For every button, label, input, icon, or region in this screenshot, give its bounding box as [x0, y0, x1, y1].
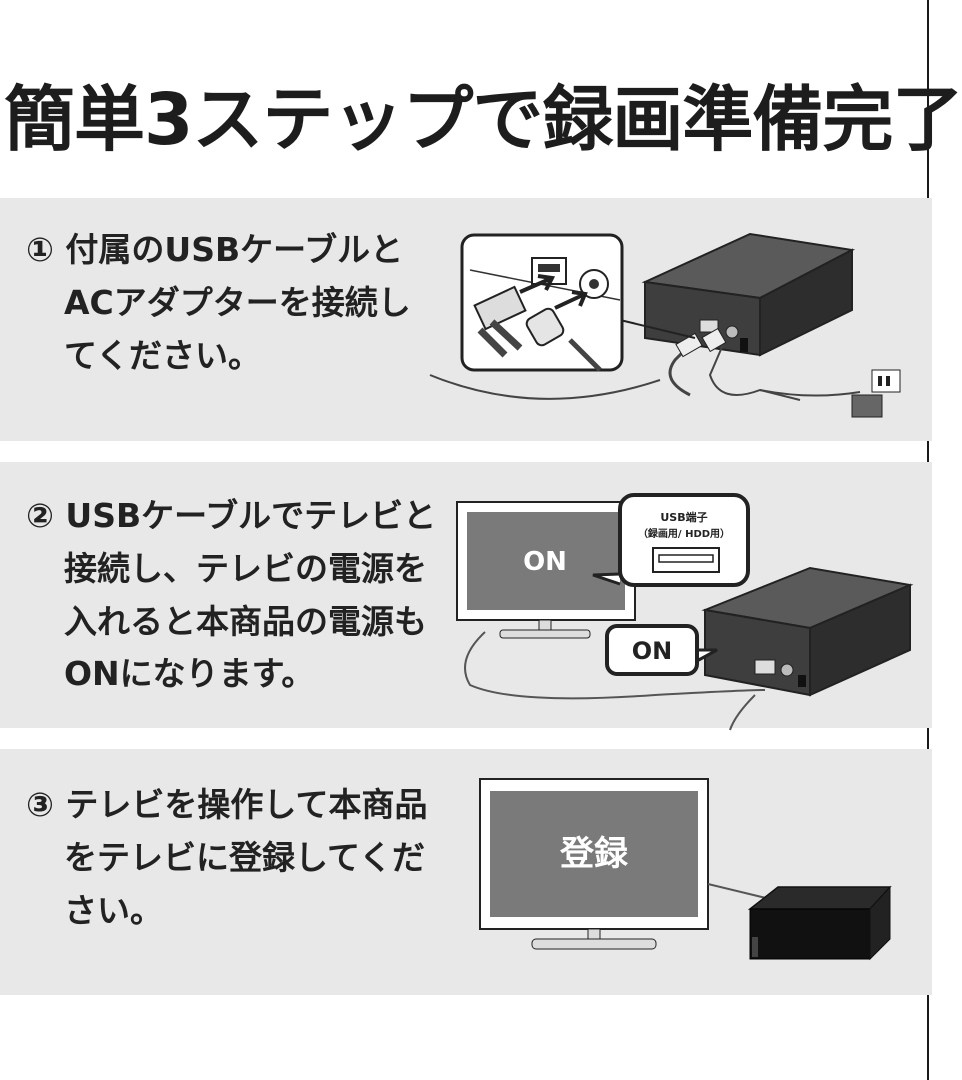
tv-screen-text: 登録: [559, 834, 629, 874]
step-3-panel: ③ テレビを操作して本商品 をテレビに登録してくだ さい。 登録: [0, 749, 932, 995]
hdd-device: [747, 885, 892, 961]
connector-zoom-callout: [460, 233, 624, 372]
hdd-device: [641, 232, 856, 357]
step-2-text: ② USBケーブルでテレビと 接続し、テレビの電源を 入れると本商品の電源も O…: [26, 490, 436, 701]
step-2-panel: ② USBケーブルでテレビと 接続し、テレビの電源を 入れると本商品の電源も O…: [0, 462, 932, 731]
step-3-line-1: ③ テレビを操作して本商品: [26, 785, 428, 824]
step-1-line-2: ACアダプターを接続し: [64, 282, 411, 322]
step-2-line-3: 入れると本商品の電源も: [64, 601, 427, 641]
tv: ON: [456, 501, 636, 639]
step-3-line-2: をテレビに登録してくだ: [64, 837, 426, 877]
device-on-text: ON: [632, 637, 673, 665]
arrow-icon: [519, 274, 556, 294]
step-1-text: ① 付属のUSBケーブルと ACアダプターを接続し てください。: [26, 224, 411, 382]
step-1-panel: ① 付属のUSBケーブルと ACアダプターを接続し てください。: [0, 198, 932, 441]
device-on-bubble: [605, 624, 699, 676]
step-1-line-1: ① 付属のUSBケーブルと: [26, 230, 404, 269]
step-1-line-3: てください。: [64, 335, 262, 375]
step-2-line-4: ONになります。: [64, 654, 315, 694]
step-2-illustration: ON USB端子 （録画用/ HDD用） ON: [456, 493, 914, 731]
step-3-text: ③ テレビを操作して本商品 をテレビに登録してくだ さい。: [26, 779, 427, 937]
tv: 登録: [479, 778, 709, 950]
step-1-illustration: [429, 232, 901, 418]
step-3-line-3: さい。: [64, 890, 163, 930]
tv-screen-text: ON: [523, 547, 567, 577]
hdd-device: [701, 566, 914, 697]
step-2-line-1: ② USBケーブルでテレビと: [26, 496, 437, 535]
step-2-line-2: 接続し、テレビの電源を: [64, 548, 427, 588]
usb-port-label: USB端子: [660, 510, 707, 524]
usb-port-sublabel: （録画用/ HDD用）: [638, 527, 730, 540]
step-3-illustration: 登録: [479, 778, 892, 961]
ac-adapter: [851, 369, 901, 418]
page-title: 簡単3ステップで録画準備完了: [4, 78, 962, 161]
arrow-icon: [554, 290, 588, 310]
